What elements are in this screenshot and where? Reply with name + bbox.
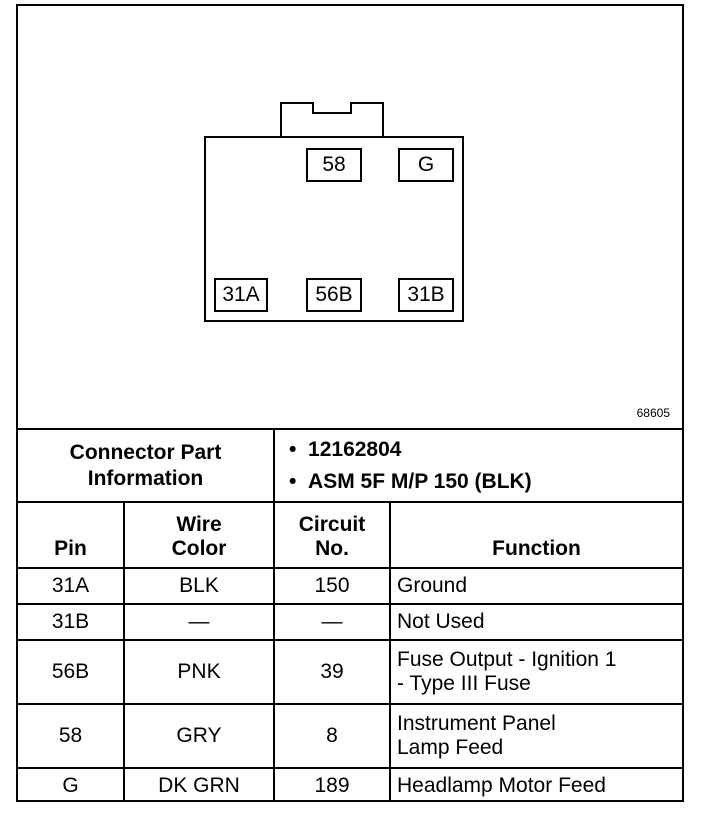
row-function: Fuse Output - Ignition 1 - Type III Fuse — [389, 639, 682, 705]
row-circuit: 150 — [273, 567, 391, 605]
header-wire-color: Wire Color — [123, 501, 275, 569]
connector-info-row: Connector Part Information • 12162804 • … — [18, 430, 682, 503]
header-circuit-line2: No. — [315, 537, 349, 560]
row-function-line2: Lamp Feed — [397, 736, 504, 759]
connector-part-list: • 12162804 • ASM 5F M/P 150 (BLK) — [273, 430, 682, 503]
part-number: 12162804 — [308, 437, 402, 461]
row-pin: 56B — [18, 639, 125, 705]
table-row: 56B PNK 39 Fuse Output - Ignition 1 - Ty… — [18, 639, 682, 705]
row-pin: 58 — [18, 703, 125, 769]
part-number-item: • 12162804 — [289, 434, 676, 466]
row-function-line1: Not Used — [397, 610, 485, 633]
header-circuit-line1: Circuit — [298, 513, 366, 536]
assembly-description: ASM 5F M/P 150 (BLK) — [308, 469, 532, 493]
row-function: Headlamp Motor Feed — [389, 767, 682, 802]
row-function-line1: Ground — [397, 574, 468, 597]
row-pin: G — [18, 767, 125, 802]
bullet-icon: • — [289, 469, 297, 493]
connector-face: 58 G 31A 56B 31B — [204, 136, 464, 322]
row-circuit: — — [273, 603, 391, 641]
connector-table: Connector Part Information • 12162804 • … — [18, 430, 682, 802]
table-row: 31B — — Not Used — [18, 603, 682, 641]
row-pin: 31A — [18, 567, 125, 605]
connector-diagram: 58 G 31A 56B 31B 68605 — [18, 6, 682, 430]
row-wire-color: BLK — [123, 567, 275, 605]
connector-info-label-line2: Information — [87, 466, 204, 490]
table-header-row: Pin Wire Color Circuit No. Function — [18, 501, 682, 569]
header-wire-color-line1: Wire — [176, 513, 222, 536]
connector-info-label: Connector Part Information — [18, 430, 275, 503]
bullet-icon: • — [289, 437, 297, 461]
row-function-line1: Headlamp Motor Feed — [397, 773, 606, 797]
connector-info-label-line1: Connector Part — [69, 440, 222, 464]
row-wire-color: PNK — [123, 639, 275, 705]
table-row: G DK GRN 189 Headlamp Motor Feed — [18, 767, 682, 802]
connector-lock-tab — [280, 102, 384, 140]
row-function-line1: Instrument Panel — [397, 712, 556, 735]
table-row: 31A BLK 150 Ground — [18, 567, 682, 605]
row-circuit: 8 — [273, 703, 391, 769]
row-function-line2: - Type III Fuse — [397, 672, 531, 695]
row-circuit: 189 — [273, 767, 391, 802]
header-wire-color-line2: Color — [171, 537, 227, 560]
row-function-line1: Fuse Output - Ignition 1 — [397, 648, 617, 671]
header-circuit: Circuit No. — [273, 501, 391, 569]
pin-56b-cavity: 56B — [306, 278, 362, 312]
row-wire-color: DK GRN — [123, 767, 275, 802]
row-wire-color: — — [123, 603, 275, 641]
connector-sheet: 58 G 31A 56B 31B 68605 Connector Part In… — [16, 4, 684, 802]
header-pin: Pin — [18, 501, 125, 569]
figure-number: 68605 — [636, 406, 670, 420]
pin-g-cavity: G — [398, 148, 454, 182]
row-wire-color: GRY — [123, 703, 275, 769]
row-function: Not Used — [389, 603, 682, 641]
table-row: 58 GRY 8 Instrument Panel Lamp Feed — [18, 703, 682, 769]
row-function: Ground — [389, 567, 682, 605]
row-pin: 31B — [18, 603, 125, 641]
pin-31b-cavity: 31B — [398, 278, 454, 312]
row-function: Instrument Panel Lamp Feed — [389, 703, 682, 769]
row-circuit: 39 — [273, 639, 391, 705]
header-function: Function — [389, 501, 682, 569]
pin-58-cavity: 58 — [306, 148, 362, 182]
pin-31a-cavity: 31A — [214, 278, 268, 312]
lock-tab-notch — [312, 102, 352, 114]
assembly-item: • ASM 5F M/P 150 (BLK) — [289, 466, 676, 498]
